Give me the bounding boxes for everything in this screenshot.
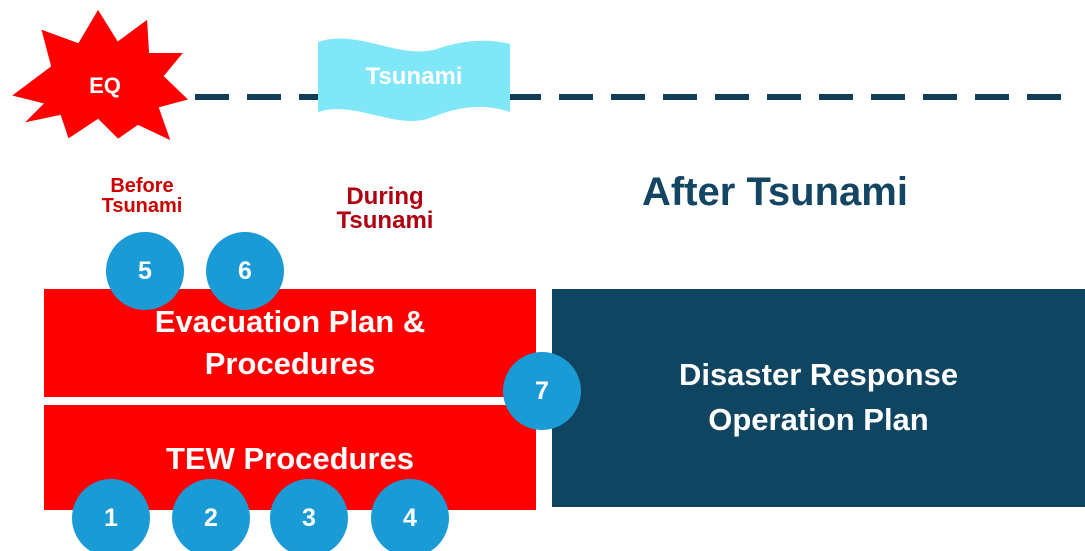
tew-procedures-label: TEW Procedures <box>165 441 415 476</box>
badge-1: 1 <box>72 479 150 551</box>
tsunami-label: Tsunami <box>366 63 463 90</box>
tsunami-flag-icon <box>318 38 510 121</box>
evacuation-line-1: Evacuation Plan & <box>154 304 426 339</box>
badge-5: 5 <box>106 232 184 310</box>
evacuation-plan-box: Evacuation Plan & Procedures <box>44 289 536 397</box>
badge-7: 7 <box>503 352 581 430</box>
before-tsunami-label: Before Tsunami <box>72 176 212 216</box>
badge-4: 4 <box>371 479 449 551</box>
during-tsunami-label: During Tsunami <box>310 185 460 233</box>
before-line-1: Before <box>110 175 174 197</box>
after-tsunami-label: After Tsunami <box>642 170 908 214</box>
during-line-2: Tsunami <box>336 207 434 234</box>
badge-6: 6 <box>206 232 284 310</box>
eq-label: EQ <box>89 73 121 98</box>
badge-3: 3 <box>270 479 348 551</box>
earthquake-starburst-icon <box>7 6 192 140</box>
evacuation-line-2: Procedures <box>204 345 376 381</box>
response-line-1: Disaster Response <box>678 357 959 393</box>
before-line-2: Tsunami <box>101 195 183 217</box>
disaster-response-box: Disaster Response Operation Plan <box>552 289 1085 507</box>
badge-2: 2 <box>172 479 250 551</box>
during-line-1: During <box>346 183 424 210</box>
response-line-2: Operation Plan <box>708 402 929 437</box>
timeline: EQ Tsunami <box>7 6 1065 140</box>
